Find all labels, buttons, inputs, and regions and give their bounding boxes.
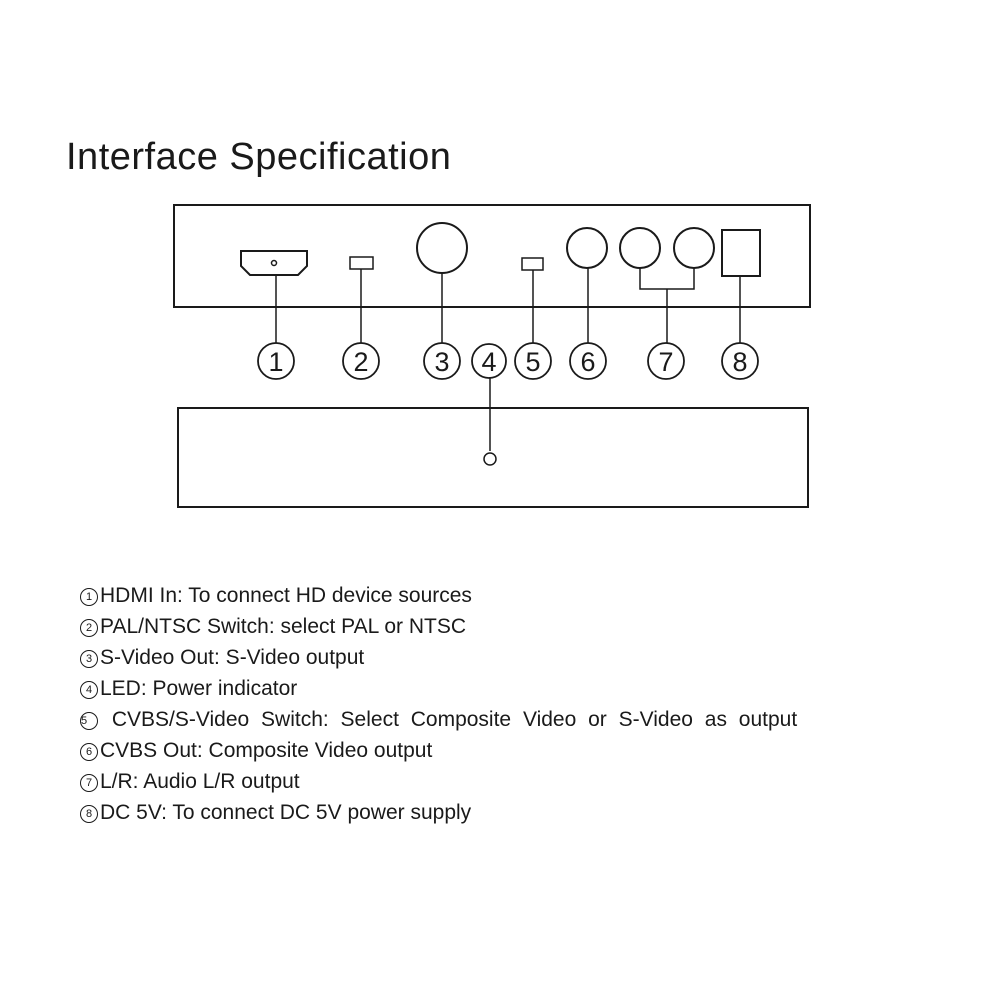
callout-label-5: 5 bbox=[525, 347, 540, 377]
legend-marker: 3 bbox=[80, 650, 98, 668]
legend-item-cvbs-switch: 5 CVBS/S-Video Switch: Select Composite … bbox=[80, 704, 870, 735]
legend-text: DC 5V: To connect DC 5V power supply bbox=[100, 801, 472, 824]
cvbs-svideo-switch bbox=[521, 257, 544, 271]
legend-marker: 4 bbox=[80, 681, 98, 699]
legend-marker: 5 bbox=[80, 712, 98, 730]
callout-label-8: 8 bbox=[732, 347, 747, 377]
dc-power-port bbox=[721, 229, 761, 277]
s-video-port bbox=[416, 222, 468, 274]
callout-circle-5 bbox=[514, 342, 552, 380]
legend-marker: 6 bbox=[80, 743, 98, 761]
callout-circle-2 bbox=[342, 342, 380, 380]
legend-text: PAL/NTSC Switch: select PAL or NTSC bbox=[100, 615, 467, 638]
callout-circle-6 bbox=[569, 342, 607, 380]
led-indicator bbox=[483, 452, 497, 466]
legend-marker: 1 bbox=[80, 588, 98, 606]
hdmi-port bbox=[240, 250, 308, 276]
callout-label-2: 2 bbox=[353, 347, 368, 377]
audio-l-port bbox=[619, 227, 661, 269]
hdmi-port-center bbox=[270, 259, 278, 267]
callout-circle-7 bbox=[647, 342, 685, 380]
legend-text: L/R: Audio L/R output bbox=[100, 770, 300, 793]
audio-r-port bbox=[673, 227, 715, 269]
callout-circle-8 bbox=[721, 342, 759, 380]
legend-marker: 7 bbox=[80, 774, 98, 792]
rear-panel bbox=[173, 204, 811, 308]
callout-circle-1 bbox=[257, 342, 295, 380]
legend-marker: 2 bbox=[80, 619, 98, 637]
pal-ntsc-switch bbox=[349, 256, 374, 270]
legend-text: CVBS/S-Video Switch: Select Composite Vi… bbox=[100, 708, 798, 731]
front-panel bbox=[177, 407, 809, 508]
cvbs-port bbox=[566, 227, 608, 269]
legend-text: LED: Power indicator bbox=[100, 677, 298, 700]
callout-label-7: 7 bbox=[658, 347, 673, 377]
callout-label-6: 6 bbox=[580, 347, 595, 377]
legend-text: S-Video Out: S-Video output bbox=[100, 646, 365, 669]
callout-label-3: 3 bbox=[434, 347, 449, 377]
legend-text: HDMI In: To connect HD device sources bbox=[100, 584, 472, 607]
legend-marker: 8 bbox=[80, 805, 98, 823]
callout-circle-3 bbox=[423, 342, 461, 380]
callout-label-4: 4 bbox=[481, 347, 496, 377]
callout-label-1: 1 bbox=[268, 347, 283, 377]
callout-circle-4 bbox=[471, 343, 507, 379]
legend-text: CVBS Out: Composite Video output bbox=[100, 739, 433, 762]
page-title: Interface Specification bbox=[66, 136, 452, 178]
